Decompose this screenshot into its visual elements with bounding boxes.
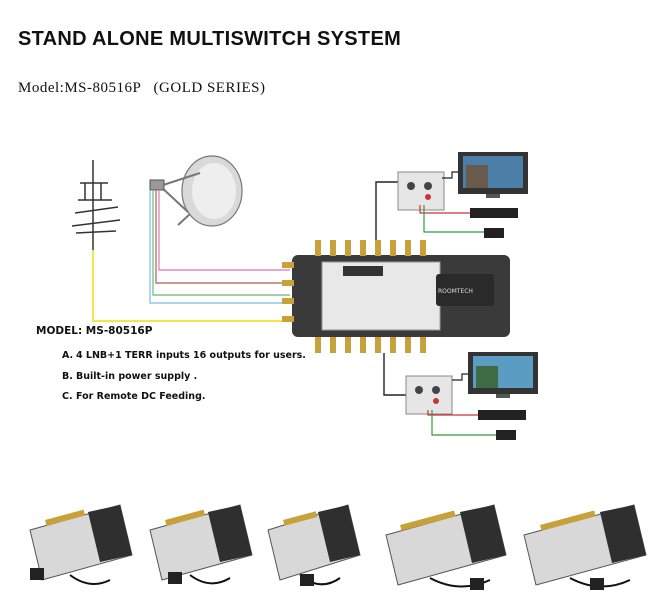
television-icon <box>458 152 528 198</box>
page-title: STAND ALONE MULTISWITCH SYSTEM <box>18 28 402 50</box>
feature-item: B.Built-in power supply . <box>62 371 198 382</box>
svg-text:ROOMTECH: ROOMTECH <box>438 288 473 295</box>
multiswitch-icon: ROOMTECH <box>292 255 510 337</box>
product-photos <box>29 504 647 590</box>
output-cable-bottom <box>383 353 410 396</box>
output-cable-top <box>375 181 402 240</box>
product-photo <box>149 504 253 585</box>
model-line: Model:MS-80516P (GOLD SERIES) <box>18 80 266 96</box>
product-photo <box>523 504 647 590</box>
multiswitch-connectors <box>282 240 426 353</box>
input-cables <box>92 190 290 322</box>
tv-antenna-icon <box>71 160 121 250</box>
satellite-dish-icon <box>149 155 243 227</box>
television-icon <box>468 352 538 398</box>
set-top-box-icon <box>478 410 526 440</box>
product-photo <box>385 504 507 590</box>
feature-item: A.4 LNB+1 TERR inputs 16 outputs for use… <box>62 350 306 361</box>
wall-outlet-icon <box>397 171 445 211</box>
wall-outlet-icon <box>405 375 453 415</box>
set-top-box-icon <box>470 208 518 238</box>
diagram-caption: MODEL: MS-80516P <box>36 325 153 337</box>
feature-item: C.For Remote DC Feeding. <box>62 391 206 402</box>
product-photo <box>29 504 133 585</box>
product-photo <box>267 504 361 586</box>
